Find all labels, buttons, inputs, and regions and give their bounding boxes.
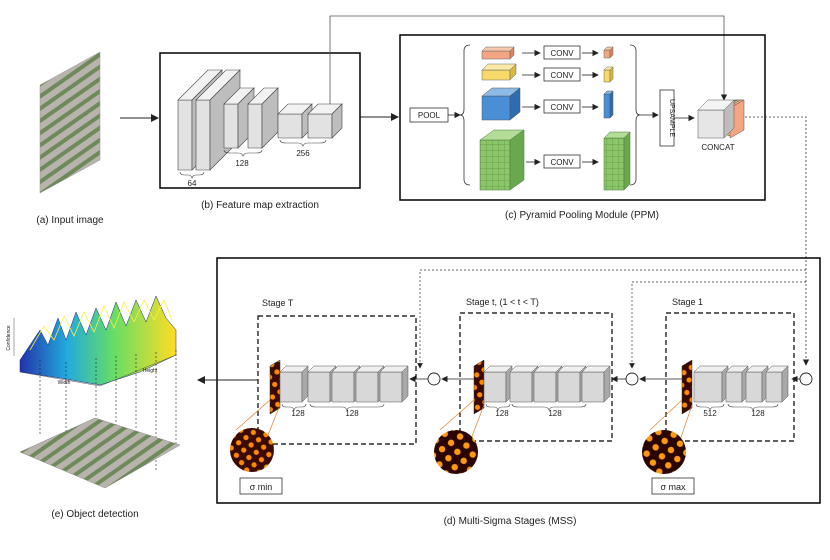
conv-box-2 [543, 67, 581, 82]
stage-t-ch-b: 128 [548, 409, 562, 418]
stage-1-heatmap [681, 359, 693, 415]
caption-ppm: (c) Pyramid Pooling Module (PPM) [505, 210, 659, 221]
stage-T-ch-a: 128 [291, 409, 305, 418]
feature-extraction-box [159, 52, 361, 189]
sigma-max-box [651, 477, 695, 495]
label-256: 256 [296, 149, 310, 158]
feature-blocks [177, 69, 343, 171]
pool-label: POOL [418, 111, 441, 120]
sigma-min-box [239, 477, 283, 495]
concat-label: CONCAT [701, 143, 734, 152]
junction-stage-1 [799, 372, 813, 386]
conv-box-1 [543, 45, 581, 60]
stage-1-zoom-heatmap [642, 430, 686, 474]
ppm-bin-3 [481, 87, 521, 121]
ppm-box [399, 34, 766, 201]
stage-t-label: Stage t, (1 < t < T) [466, 297, 539, 307]
axis-confidence: Confidence [6, 325, 12, 351]
stage-T-label: Stage T [262, 298, 294, 308]
skip-connection [329, 15, 728, 104]
caption-object-detection: (e) Object detection [51, 509, 138, 520]
stage-t-blocks [483, 365, 611, 403]
conv-label-3: CONV [550, 103, 574, 112]
upsample-label: UPSAMPLE [668, 99, 675, 137]
ppm-right-brace [629, 44, 641, 186]
stage-t-heatmap [473, 359, 485, 415]
caption-input-image: (a) Input image [36, 215, 104, 226]
junction-stage-t [625, 372, 639, 386]
stage-1-ch-b: 128 [751, 409, 765, 418]
stage-T-blocks [279, 365, 409, 403]
conv-label-2: CONV [550, 71, 574, 80]
stage-T-ch-b: 128 [345, 409, 359, 418]
stage-T-zoom-heatmap [230, 428, 274, 472]
stage-1-blocks [693, 365, 789, 403]
input-image [39, 51, 101, 194]
ppm-bin-4 [479, 129, 525, 191]
sigma-max-label: σ max [660, 482, 686, 492]
sigma-min-label: σ min [250, 482, 273, 492]
conv-label-1: CONV [550, 49, 574, 58]
stage-T-heatmap [269, 359, 281, 415]
conv-box-3 [543, 99, 581, 114]
stage-1-label: Stage 1 [672, 297, 703, 307]
dotted-feature-to-stageT [417, 269, 806, 369]
caption-mss: (d) Multi-Sigma Stages (MSS) [444, 516, 577, 527]
conv-label-4: CONV [550, 158, 574, 167]
label-64: 64 [188, 179, 197, 188]
stage-t-ch-a: 128 [495, 409, 509, 418]
ppm-bin-1 [481, 46, 515, 60]
conv-box-4 [543, 154, 581, 169]
detection-surface-plot [13, 295, 177, 387]
caption-feature-extraction: (b) Feature map extraction [201, 200, 319, 211]
axis-width: Width [58, 380, 71, 386]
dotted-feature-to-staget [629, 281, 806, 369]
concat-block [697, 99, 745, 139]
ppm-left-brace [459, 44, 471, 186]
junction-stage-T [427, 372, 441, 386]
dotted-concat-to-mss [745, 116, 810, 366]
ppm-bin-2 [481, 63, 517, 81]
stage-1-ch-a: 512 [703, 409, 717, 418]
stage-t-zoom-heatmap [434, 430, 478, 474]
axis-height: Height [143, 368, 158, 374]
label-128-b: 128 [235, 159, 249, 168]
detection-ground-image [19, 417, 181, 489]
